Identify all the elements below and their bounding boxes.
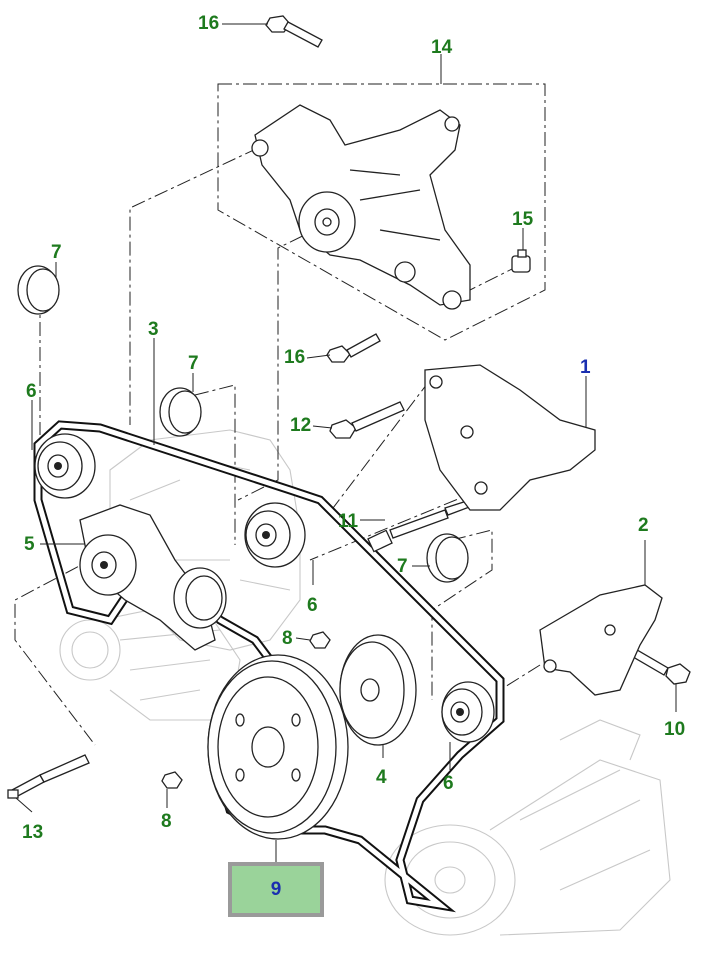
callout-8-lower: 8 xyxy=(161,811,172,832)
belt-tensioner xyxy=(79,504,227,651)
callout-3: 3 xyxy=(148,319,159,340)
callout-8-upper: 8 xyxy=(282,628,293,649)
callout-5: 5 xyxy=(24,534,35,555)
selected-part-highlight[interactable]: 9 xyxy=(228,862,324,917)
bolt-16-top xyxy=(265,15,323,48)
idler-pulley-6-right xyxy=(441,681,495,743)
callout-6-right: 6 xyxy=(443,773,454,794)
bolt-16-mid xyxy=(326,333,381,363)
bolt-13 xyxy=(7,754,90,799)
bolt-8-upper xyxy=(309,631,331,649)
stud-15 xyxy=(511,249,531,273)
callout-7-top: 7 xyxy=(51,242,62,263)
pulley-4 xyxy=(339,634,417,746)
callout-11: 11 xyxy=(338,511,359,532)
callout-6-left: 6 xyxy=(26,381,37,402)
pulley-cap-7-top xyxy=(17,265,60,315)
callout-16-top: 16 xyxy=(198,13,220,34)
callout-7-mid: 7 xyxy=(188,353,199,374)
idler-pulley-6-center xyxy=(244,502,306,568)
callout-13: 13 xyxy=(22,822,44,843)
pulley-cap-7-mid xyxy=(159,387,202,437)
faint-ac-compressor xyxy=(384,719,671,936)
callout-7-right: 7 xyxy=(397,556,408,577)
callout-15: 15 xyxy=(512,209,534,230)
pulley-cap-7-right xyxy=(426,533,469,583)
bolt-12 xyxy=(329,401,405,439)
callout-6-center: 6 xyxy=(307,595,318,616)
bolt-8-lower xyxy=(161,771,183,789)
water-pump-bracket xyxy=(251,104,471,310)
crankshaft-pulley xyxy=(207,654,349,840)
mounting-bracket-1 xyxy=(424,364,596,511)
callout-12: 12 xyxy=(290,415,312,436)
callout-4: 4 xyxy=(376,767,387,788)
callout-14: 14 xyxy=(431,37,453,58)
callout-2: 2 xyxy=(638,515,649,536)
callout-1: 1 xyxy=(580,357,591,378)
leader-lines xyxy=(15,23,677,862)
callout-10: 10 xyxy=(664,719,686,740)
mounting-bracket-2 xyxy=(539,584,663,696)
idler-pulley-6-left xyxy=(34,433,96,499)
callout-16-mid: 16 xyxy=(284,347,306,368)
selected-part-label: 9 xyxy=(270,879,282,900)
